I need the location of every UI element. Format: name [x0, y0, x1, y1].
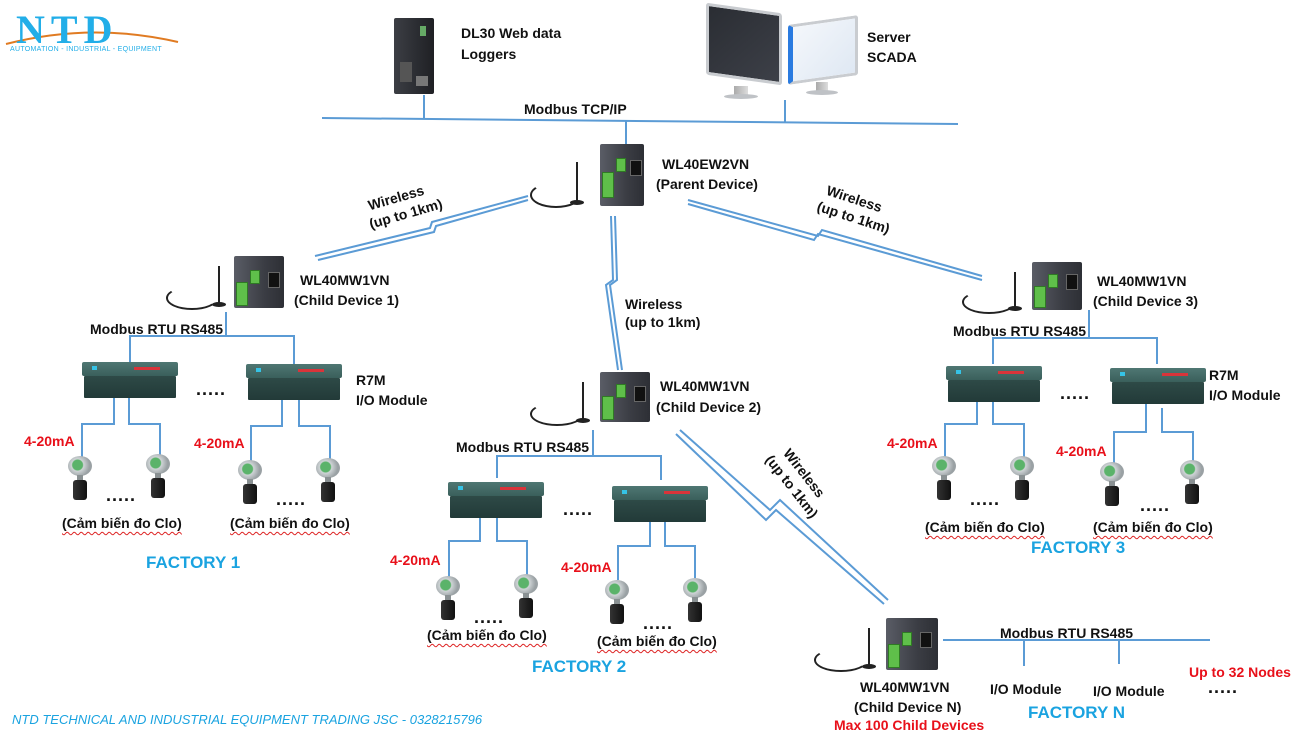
chlorine-sensor-icon	[316, 458, 340, 504]
module-ellipsis: .....	[563, 499, 594, 519]
sensor-label: (Cảm biến đo Clo)	[925, 519, 1045, 535]
childN-limit: Max 100 Child Devices	[834, 717, 985, 733]
sensor-ellipsis: .....	[970, 489, 1001, 509]
r7m-module-icon	[612, 486, 708, 526]
child2-role: (Child Device 2)	[656, 399, 762, 415]
logo-arc-icon	[5, 31, 179, 45]
r7m-module-icon	[246, 364, 342, 404]
sensor-ellipsis: .....	[1140, 495, 1171, 515]
childN-io-label-2: I/O Module	[1093, 683, 1165, 699]
child-device-n-icon	[814, 618, 940, 676]
sensor-label: (Cảm biến đo Clo)	[230, 515, 350, 531]
sensor-ellipsis: .....	[106, 485, 137, 505]
child3-io-label: I/O Module	[1209, 387, 1281, 403]
wireless-label-child2: Wireless (up to 1km)	[625, 295, 700, 331]
modbus-tcp-label: Modbus TCP/IP	[524, 101, 627, 117]
factory-1-title: FACTORY 1	[146, 553, 241, 572]
rs485-bus-child3	[992, 310, 1090, 364]
rs485-bus-child2	[496, 430, 594, 478]
child3-model: WL40MW1VN	[1097, 273, 1187, 289]
module-ellipsis: .....	[196, 379, 227, 399]
childN-bus-label: Modbus RTU RS485	[1000, 625, 1134, 641]
chlorine-sensor-icon	[932, 456, 956, 502]
signal-label: 4-20mA	[194, 435, 245, 451]
child1-role: (Child Device 1)	[294, 292, 400, 308]
child1-io-label: I/O Module	[356, 392, 428, 408]
r7m-module-icon	[448, 482, 544, 522]
chlorine-sensor-icon	[1010, 456, 1034, 502]
chlorine-sensor-icon	[238, 460, 262, 506]
sensor-ellipsis: .....	[474, 607, 505, 627]
company-footer: NTD TECHNICAL AND INDUSTRIAL EQUIPMENT T…	[12, 712, 483, 727]
sensor-label: (Cảm biến đo Clo)	[597, 633, 717, 649]
signal-label: 4-20mA	[24, 433, 75, 449]
wireless-line2: (up to 1km)	[625, 314, 701, 330]
node-ellipsis: .....	[1208, 677, 1239, 697]
wireless-link-child2	[604, 215, 619, 371]
parent-model: WL40EW2VN	[662, 156, 750, 172]
sensor-label: (Cảm biến đo Clo)	[62, 515, 182, 531]
datalogger-label-line2: Loggers	[461, 46, 517, 62]
childN-model: WL40MW1VN	[860, 679, 950, 695]
ntd-logo: NTD AUTOMATION - INDUSTRIAL - EQUIPMENT	[4, 7, 180, 56]
child-device-1-icon	[166, 256, 286, 316]
chlorine-sensor-icon	[68, 456, 92, 502]
sensor-label: (Cảm biến đo Clo)	[1093, 519, 1213, 535]
sensor-ellipsis: .....	[643, 613, 674, 633]
chlorine-sensor-icon	[514, 574, 538, 620]
sensor-label: (Cảm biến đo Clo)	[427, 627, 547, 643]
chlorine-sensor-icon	[1180, 460, 1204, 506]
factory-2-title: FACTORY 2	[532, 657, 627, 676]
child-device-2-icon	[530, 372, 656, 430]
chlorine-sensor-icon	[1100, 462, 1124, 508]
child3-bus-label: Modbus RTU RS485	[953, 323, 1087, 339]
signal-label: 4-20mA	[390, 552, 441, 568]
wireless-link-child3	[687, 199, 983, 277]
child2-bus-label: Modbus RTU RS485	[456, 439, 590, 455]
r7m-module-icon	[946, 366, 1042, 406]
child1-model: WL40MW1VN	[300, 272, 390, 288]
child3-role: (Child Device 3)	[1093, 293, 1199, 309]
signal-label: 4-20mA	[887, 435, 938, 451]
server-label-line2: SCADA	[867, 49, 917, 65]
rs485-bus-child1	[129, 312, 227, 362]
chlorine-sensor-icon	[146, 454, 170, 500]
dl30-datalogger-icon	[394, 18, 434, 94]
r7m-module-icon	[82, 362, 178, 402]
child3-io-model: R7M	[1209, 367, 1239, 383]
sensor-ellipsis: .....	[276, 489, 307, 509]
logo-brand: NTD	[16, 7, 119, 52]
factory-3-title: FACTORY 3	[1031, 538, 1126, 557]
factory-n-title: FACTORY N	[1028, 703, 1125, 722]
child1-io-model: R7M	[356, 372, 386, 388]
chlorine-sensor-icon	[683, 578, 707, 624]
signal-label: 4-20mA	[1056, 443, 1107, 459]
logo-tagline: AUTOMATION - INDUSTRIAL - EQUIPMENT	[10, 46, 162, 53]
wireless-link-childN	[679, 429, 889, 601]
r7m-module-icon	[1110, 368, 1206, 408]
childN-role: (Child Device N)	[854, 699, 962, 715]
modbus-tcp-bus-line	[321, 117, 959, 125]
wireless-line1: Wireless	[625, 296, 683, 312]
wireless-link-child1	[314, 195, 529, 257]
parent-role: (Parent Device)	[656, 176, 758, 192]
server-label-line1: Server	[867, 29, 911, 45]
child-device-3-icon	[962, 262, 1086, 318]
childN-nodes-limit: Up to 32 Nodes	[1189, 664, 1291, 680]
parent-device-icon	[530, 142, 650, 212]
child1-bus-label: Modbus RTU RS485	[90, 321, 224, 337]
childN-io-label-1: I/O Module	[990, 681, 1062, 697]
datalogger-label-line1: DL30 Web data	[461, 25, 562, 41]
child2-model: WL40MW1VN	[660, 378, 750, 394]
module-ellipsis: .....	[1060, 383, 1091, 403]
chlorine-sensor-icon	[436, 576, 460, 622]
signal-label: 4-20mA	[561, 559, 612, 575]
chlorine-sensor-icon	[605, 580, 629, 626]
